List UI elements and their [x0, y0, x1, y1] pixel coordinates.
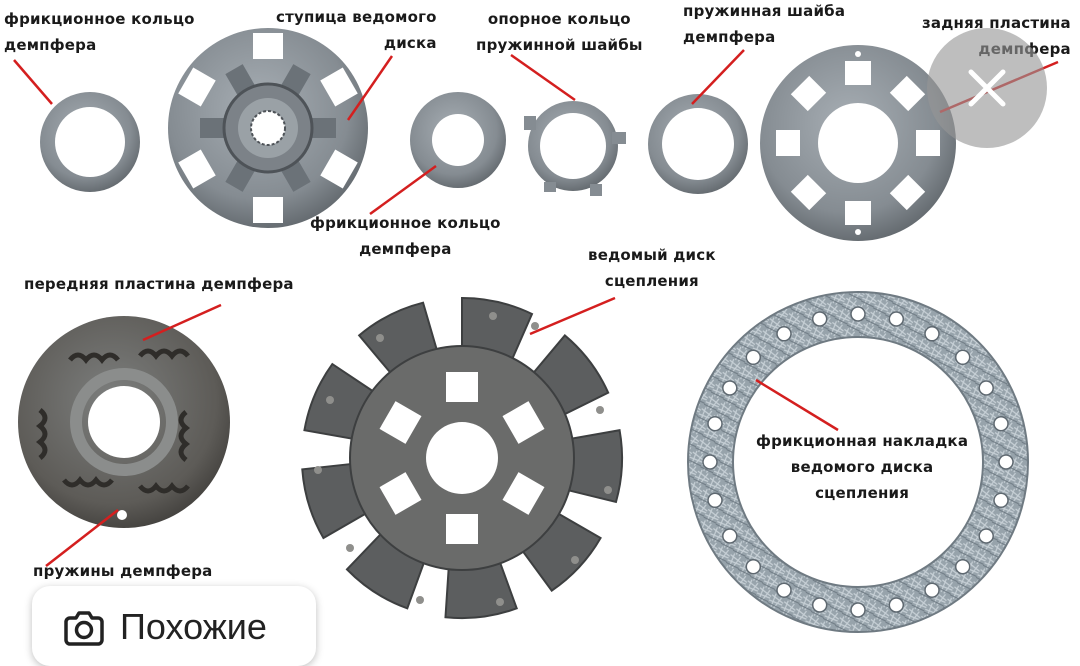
label-facing: фрикционная накладка ведомого диска сцеп…	[756, 432, 969, 502]
leader-front-plate	[142, 303, 222, 342]
label-friction-ring-2: фрикционное кольцо демпфера	[310, 214, 501, 258]
friction-ring-2-part	[410, 92, 506, 188]
rivet-hole	[850, 306, 866, 322]
rivet-hole	[702, 454, 718, 470]
rivet-hole	[993, 492, 1009, 509]
rivet-hole	[978, 380, 994, 396]
close-icon	[968, 69, 1006, 107]
rivet-hole	[993, 415, 1009, 432]
close-button[interactable]	[927, 28, 1047, 148]
camera-lens-icon	[64, 611, 104, 646]
rivet-hole	[745, 349, 762, 366]
label-support-ring: опорное кольцо пружинной шайбы	[476, 10, 643, 54]
rivet-hole	[707, 492, 723, 509]
similar-label: Похожие	[120, 606, 267, 647]
hub-part	[168, 28, 368, 228]
rivet-hole	[811, 597, 828, 613]
rivet-hole	[978, 528, 994, 544]
similar-images-button[interactable]: Похожие	[32, 586, 316, 666]
rear-plate-part	[760, 45, 956, 241]
rivet-hole	[811, 311, 828, 327]
rivet-hole	[888, 597, 905, 613]
rivet-hole	[954, 558, 971, 575]
clutch-parts-diagram	[13, 28, 1059, 633]
friction-ring-1-part	[40, 92, 140, 192]
leader-friction-ring-2	[369, 164, 437, 216]
rivet-hole	[722, 528, 738, 544]
label-front-plate: передняя пластина демпфера	[24, 275, 294, 293]
label-hub: ступица ведомого диска	[276, 8, 437, 52]
label-spring-washer: пружинная шайба демпфера	[683, 2, 846, 46]
rivet-hole	[954, 349, 971, 366]
rivet-hole	[776, 582, 792, 598]
leader-spring-washer	[691, 49, 745, 105]
rivet-hole	[722, 380, 738, 396]
friction-facing-part	[687, 291, 1029, 633]
rivet-hole	[888, 311, 905, 327]
rivet-hole	[745, 558, 762, 575]
support-ring-part	[524, 101, 626, 196]
leader-friction-ring-1	[13, 59, 53, 105]
rivet-hole	[998, 454, 1014, 470]
driven-disc-part	[301, 296, 624, 620]
rivet-hole	[776, 326, 792, 342]
label-friction-ring-1: фрикционное кольцо демпфера	[4, 10, 195, 54]
leader-support-ring	[510, 53, 576, 102]
leader-driven-disc	[529, 296, 616, 336]
label-driven-disc: ведомый диск сцепления	[588, 246, 716, 290]
rivet-hole	[850, 602, 866, 618]
leader-springs	[45, 509, 119, 567]
rivet-hole	[924, 582, 940, 598]
leader-facing	[755, 378, 839, 432]
label-springs: пружины демпфера	[33, 562, 213, 580]
leader-hub	[346, 55, 394, 121]
rivet-hole	[924, 326, 940, 342]
rivet-hole	[707, 415, 723, 432]
spring-washer-part	[648, 94, 748, 194]
front-plate-part	[18, 316, 230, 528]
